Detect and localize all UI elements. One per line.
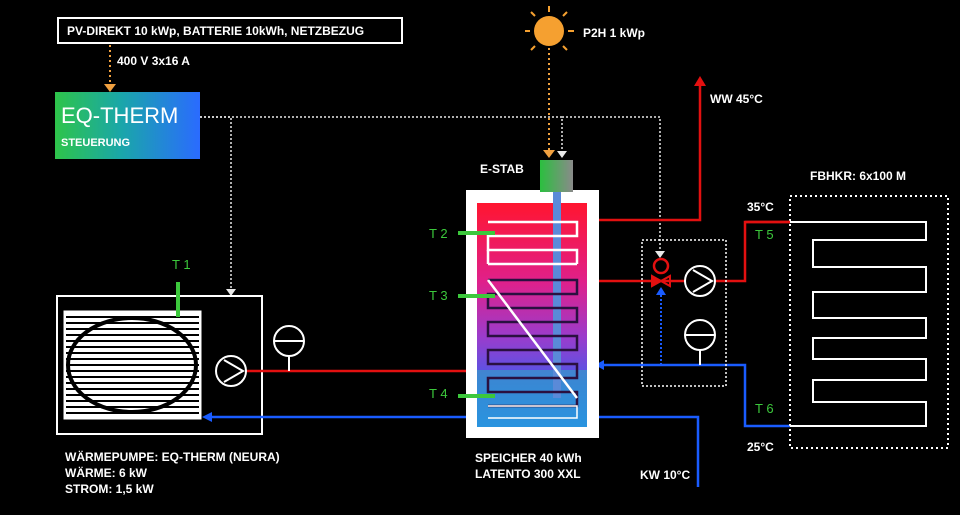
storage-desc-1: SPEICHER 40 kWh <box>475 451 582 465</box>
pv-label: P2H 1 kWp <box>583 26 646 40</box>
heat-pump-unit <box>56 295 263 435</box>
pump-icon-heating <box>684 265 716 297</box>
signal-arrow-heater <box>557 151 567 158</box>
pipe-heating-return <box>598 363 790 428</box>
controller-subtitle: STEUERUNG <box>61 137 131 149</box>
signal-line-mixer <box>562 116 661 252</box>
signal-line-heatpump <box>200 116 232 290</box>
sensor-t2-label: T 2 <box>429 226 448 241</box>
signal-arrow-heatpump <box>226 289 236 296</box>
energy-supply-box: PV-DIREKT 10 kWp, BATTERIE 10kWh, NETZBE… <box>57 17 403 44</box>
sensor-t3-label: T 3 <box>429 288 448 303</box>
heat-exchanger-coil <box>486 220 579 419</box>
return-temp-label: 25°C <box>747 440 774 454</box>
arrow-cold-return <box>202 412 212 422</box>
floor-heating-label: FBHKR: 6x100 M <box>810 169 907 183</box>
cold-water-label: KW 10°C <box>640 468 691 482</box>
sensor-t1-label: T 1 <box>172 257 191 272</box>
sensor-t5-label: T 5 <box>755 227 774 242</box>
expansion-vessel-icon-heatpump <box>273 325 305 371</box>
expansion-vessel-icon-heating <box>684 319 716 365</box>
mixing-station <box>641 239 727 387</box>
sensor-t6-label: T 6 <box>755 401 774 416</box>
heat-pump-desc-3: STROM: 1,5 kW <box>65 482 154 496</box>
controller-title: EQ-THERM <box>61 103 179 128</box>
floor-heating-loop <box>789 195 949 449</box>
arrow-mixer-bypass <box>656 287 666 295</box>
sun-icon <box>525 6 574 51</box>
sensor-t4-label: T 4 <box>429 386 448 401</box>
power-line-pv <box>543 48 555 158</box>
pipe-hot-water <box>585 85 702 222</box>
signal-line-heater <box>200 116 563 151</box>
arrow-heating-supply <box>652 276 660 286</box>
power-line-grid <box>104 45 116 92</box>
heat-pump-desc-1: WÄRMEPUMPE: EQ-THERM (NEURA) <box>65 450 280 464</box>
controller-box: EQ-THERM STEUERUNG <box>55 92 200 159</box>
fan-icon <box>66 316 198 414</box>
storage-tank <box>466 190 599 438</box>
supply-temp-label: 35°C <box>747 200 774 214</box>
heater-label: E-STAB <box>480 162 524 176</box>
energy-supply-label: PV-DIREKT 10 kWp, BATTERIE 10kWh, NETZBE… <box>67 24 365 38</box>
arrow-hot-water <box>694 76 706 86</box>
mixing-valve-icon <box>651 257 671 288</box>
pump-icon-heatpump <box>215 355 247 387</box>
arrow-heating-return <box>595 360 604 370</box>
hot-water-label: WW 45°C <box>710 92 763 106</box>
grid-connection-label: 400 V 3x16 A <box>117 54 190 68</box>
signal-arrow-mixer <box>655 251 665 258</box>
heat-pump-desc-2: WÄRME: 6 kW <box>65 466 147 480</box>
pipe-cold-heatpump-return <box>210 415 700 487</box>
storage-desc-2: LATENTO 300 XXL <box>475 467 581 481</box>
